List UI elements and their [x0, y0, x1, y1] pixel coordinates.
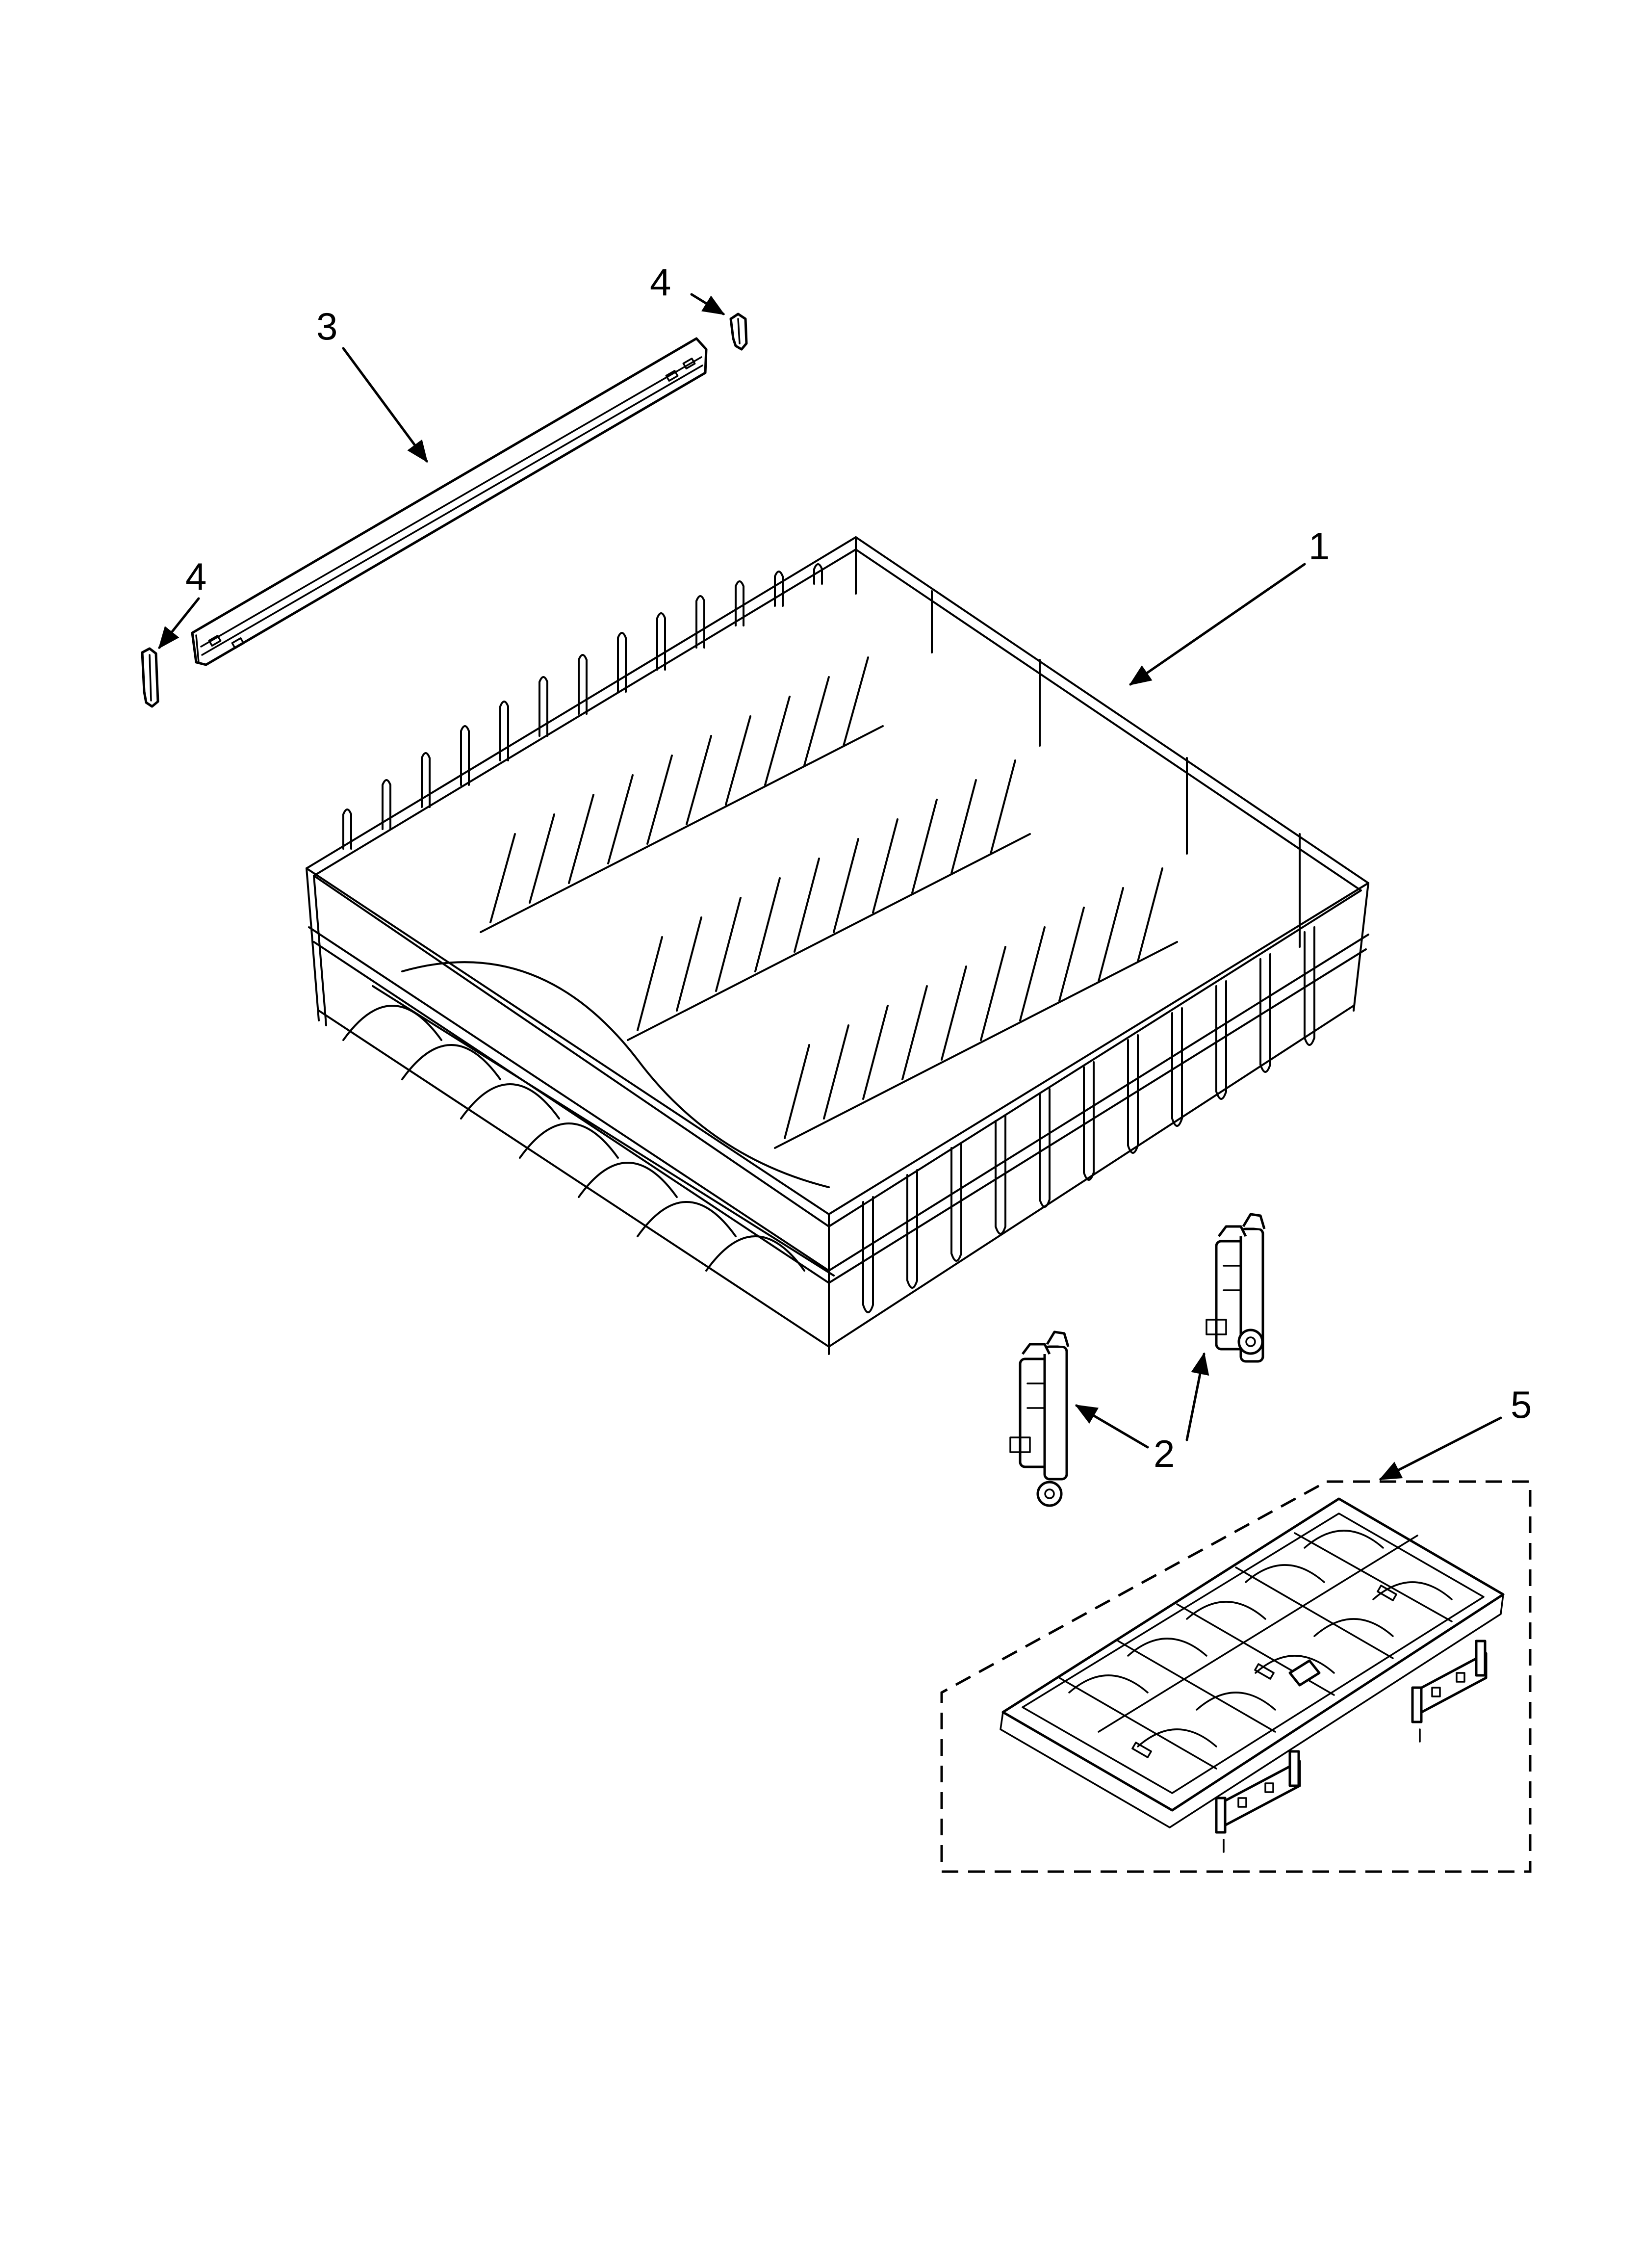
rail-part-3 [191, 337, 708, 666]
clip-part-4-left [141, 647, 159, 708]
leader-line-2-right [1185, 1352, 1209, 1441]
clip-part-4-top [729, 313, 748, 351]
leader-line-2-left [1075, 1404, 1149, 1449]
callout-label-3: 3 [316, 305, 337, 348]
leader-line-5 [1379, 1416, 1502, 1481]
tray-kit-part-5 [940, 1480, 1532, 1873]
callout-label-2: 2 [1154, 1432, 1175, 1475]
tray-bracket-left [1215, 1750, 1301, 1853]
tray-bracket-right [1411, 1640, 1488, 1743]
wheel-assembly-part-2-left [1009, 1330, 1070, 1507]
leader-line-3 [342, 347, 428, 463]
leader-line-4-top [690, 293, 725, 315]
wheel-assembly-part-2-right [1206, 1213, 1266, 1363]
callout-label-1: 1 [1308, 524, 1330, 568]
callout-label-5: 5 [1511, 1383, 1532, 1426]
wire-rack-part-1 [306, 536, 1369, 1355]
callout-label-4-top: 4 [650, 261, 671, 304]
tray [1000, 1497, 1505, 1828]
kit-boundary [940, 1480, 1532, 1873]
leader-line-4-left [158, 597, 200, 649]
leader-line-1 [1129, 563, 1306, 686]
callout-label-4-left: 4 [185, 555, 206, 598]
